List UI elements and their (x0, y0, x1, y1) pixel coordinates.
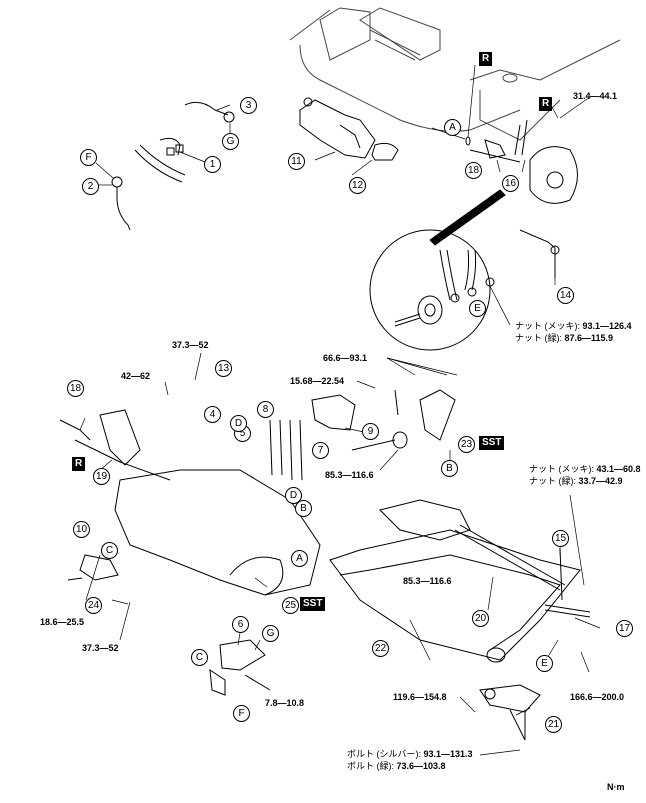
torque-link-nut-plated: ナット (メッキ): 93.1—126.4 (515, 321, 632, 332)
drive-shaft-right (465, 119, 528, 163)
ref-letter-b-bracket: B (441, 460, 458, 477)
part-3-callout: 3 (240, 97, 257, 114)
ref-letter-f-top: F (80, 149, 97, 166)
mount-bracket (209, 639, 271, 696)
torque-link-nut-green-value: 87.6—115.9 (564, 333, 614, 343)
torque-release-cylinder: 18.6—25.5 (40, 617, 85, 627)
part-15-callout: 15 (552, 530, 569, 547)
part-22-callout: 22 (372, 640, 389, 657)
part-6-callout: 6 (232, 616, 249, 633)
replace-badge-clip: R (539, 97, 553, 111)
part-19-callout: 19 (93, 468, 110, 485)
replace-badge-left: R (72, 457, 86, 471)
sst-badge-bracket: SST (479, 436, 505, 450)
body-panel (289, 7, 621, 141)
torque-stab-nut-plated-label: ナット (メッキ): (529, 464, 594, 474)
part-13-callout: 13 (215, 360, 232, 377)
torque-stab-nut-green-label: ナット (緑): (529, 476, 576, 486)
ref-letter-d-bottom: D (285, 487, 302, 504)
torque-link-nut-plated-label: ナット (メッキ): (515, 321, 580, 331)
front-crossmember (329, 499, 581, 663)
torque-mount-bolt-green-value: 73.6—103.8 (396, 761, 446, 771)
torque-stab-nut-green: ナット (緑): 33.7—42.9 (529, 476, 623, 487)
ref-letter-b-transaxle: B (295, 500, 312, 517)
torque-bracket-9-bolt: 15.68—22.54 (290, 376, 345, 386)
part-4-callout: 4 (204, 406, 221, 423)
part-7-callout: 7 (312, 442, 329, 459)
torque-bolt-24: 37.3—52 (82, 643, 119, 653)
torque-link-nut-green-label: ナット (緑): (515, 333, 562, 343)
part-2-callout: 2 (82, 178, 99, 195)
ref-letter-g-top: G (222, 133, 239, 150)
torque-mount-23-bolt: 85.3—116.6 (325, 470, 374, 480)
part-23-callout: 23 (458, 436, 475, 453)
torque-unit-label: N·m (607, 782, 625, 792)
part-21-callout: 21 (545, 716, 562, 733)
part-9-callout: 9 (362, 423, 379, 440)
tie-rod-end (519, 229, 560, 278)
steering-knuckle (529, 146, 578, 204)
part-18-callout-left: 18 (67, 380, 84, 397)
torque-crossmember-bolt: 85.3—116.6 (403, 576, 452, 586)
torque-mount-bolt-silver-label: ボルト (シルバー): (347, 749, 421, 759)
part-10-callout: 10 (73, 521, 90, 538)
part-20-callout: 20 (472, 610, 489, 627)
torque-link-nut-plated-value: 93.1—126.4 (582, 321, 632, 331)
part-11-callout: 11 (288, 153, 305, 170)
ref-letter-e-detail: E (469, 300, 486, 317)
torque-clip-nut: 31.4—44.1 (573, 91, 618, 101)
torque-stab-nut-green-value: 33.7—42.9 (578, 476, 623, 486)
shift-cable-bracket (311, 389, 456, 451)
replace-badge-top: R (479, 52, 493, 66)
ref-letter-g-bottom: G (262, 625, 279, 642)
part-25-callout: 25 (282, 597, 299, 614)
part-12-callout: 12 (349, 177, 366, 194)
part-18-callout-top: 18 (465, 162, 482, 179)
leader-lines (79, 64, 601, 756)
torque-link-nut-green: ナット (緑): 87.6—115.9 (515, 333, 613, 344)
torque-mount-bolt-green-label: ボルト (緑): (347, 761, 394, 771)
clutch-release-cylinder (67, 554, 119, 581)
starter-motor (299, 97, 376, 159)
torque-bracket-21-nut: 119.6—154.8 (393, 692, 447, 702)
part-24-callout: 24 (85, 597, 102, 614)
part-17-callout: 17 (616, 620, 633, 637)
ref-letter-a-bottom: A (291, 550, 308, 567)
ref-letter-e-crossmember: E (536, 655, 553, 672)
torque-bracket-6-bolt: 7.8—10.8 (265, 698, 305, 708)
part-1-callout: 1 (204, 156, 221, 173)
torque-stabilizer-17-nut: 166.6—200.0 (570, 692, 625, 702)
ref-letter-a-top: A (444, 119, 461, 136)
stabilizer-link (544, 547, 591, 618)
shift-cables (269, 419, 303, 481)
ref-letter-f-bottom: F (233, 705, 250, 722)
part-14-callout: 14 (557, 287, 574, 304)
ref-letter-c-bracket: C (191, 649, 208, 666)
ground-cable-assembly (111, 101, 235, 231)
torque-bracket-19-bolt: 42—62 (121, 371, 151, 381)
torque-mount-bolt-silver-value: 93.1—131.3 (423, 749, 473, 759)
transaxle (59, 409, 321, 596)
part-16-callout: 16 (502, 175, 519, 192)
torque-mount-bolt-silver: ボルト (シルバー): 93.1—131.3 (347, 749, 473, 760)
rear-mount-bracket (479, 684, 541, 741)
torque-stab-nut-plated: ナット (メッキ): 43.1—60.8 (529, 464, 641, 475)
torque-mount-bolt-green: ボルト (緑): 73.6—103.8 (347, 761, 446, 772)
torque-stab-nut-plated-value: 43.1—60.8 (596, 464, 641, 474)
detail-magnifier (369, 189, 506, 351)
ref-letter-c-transaxle: C (101, 542, 118, 559)
torque-bolt-13: 37.3—52 (172, 340, 209, 350)
ref-letter-d-top: D (230, 415, 247, 432)
part-8-callout: 8 (257, 401, 274, 418)
starter-cover (371, 142, 399, 161)
sst-badge-transaxle: SST (300, 597, 326, 611)
torque-mount-23-nuts: 66.6—93.1 (323, 353, 368, 363)
